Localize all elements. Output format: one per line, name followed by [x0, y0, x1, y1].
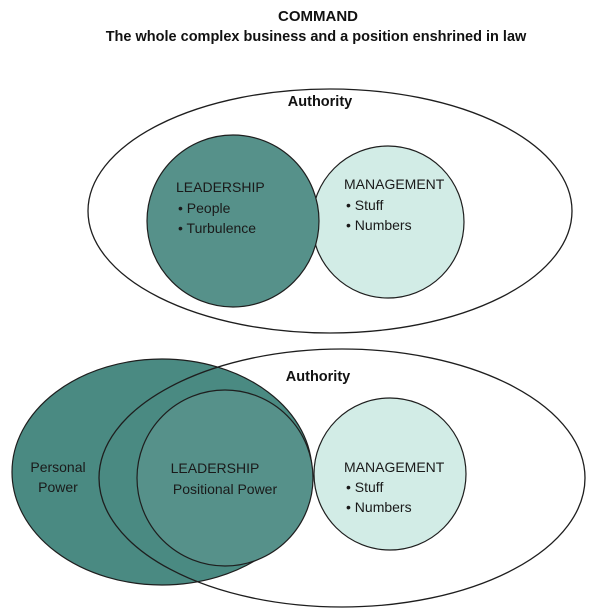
top-authority-ellipse: [87, 88, 573, 334]
bottom-venn-group: Authority Personal Power LEADERSHIP Posi…: [11, 348, 586, 608]
diagram-title: COMMAND: [278, 8, 358, 25]
top-leadership-heading: LEADERSHIP: [176, 179, 265, 195]
bottom-management-item-numbers: • Numbers: [346, 499, 412, 515]
top-management-item-numbers: • Numbers: [346, 217, 412, 233]
top-leadership-item-turbulence: • Turbulence: [178, 220, 256, 236]
bottom-authority-ellipse: [98, 348, 586, 608]
bottom-management-circle: [313, 397, 467, 551]
diagram-subtitle: The whole complex business and a positio…: [106, 29, 527, 45]
top-venn-group: Authority LEADERSHIP • People • Turbulen…: [87, 88, 573, 334]
bottom-leadership-heading: LEADERSHIP: [171, 460, 260, 476]
bottom-authority-label: Authority: [286, 369, 350, 385]
bottom-management-item-stuff: • Stuff: [346, 479, 383, 495]
top-leadership-circle: [146, 134, 320, 308]
top-authority-label: Authority: [288, 94, 352, 110]
bottom-leadership-subheading: Positional Power: [173, 481, 278, 497]
top-leadership-item-people: • People: [178, 200, 231, 216]
personal-power-label-line1: Personal: [30, 459, 85, 475]
top-management-item-stuff: • Stuff: [346, 197, 383, 213]
personal-power-label-line2: Power: [38, 479, 78, 495]
top-management-heading: MANAGEMENT: [344, 176, 445, 192]
bottom-management-heading: MANAGEMENT: [344, 459, 445, 475]
bottom-leadership-circle: [136, 389, 314, 567]
